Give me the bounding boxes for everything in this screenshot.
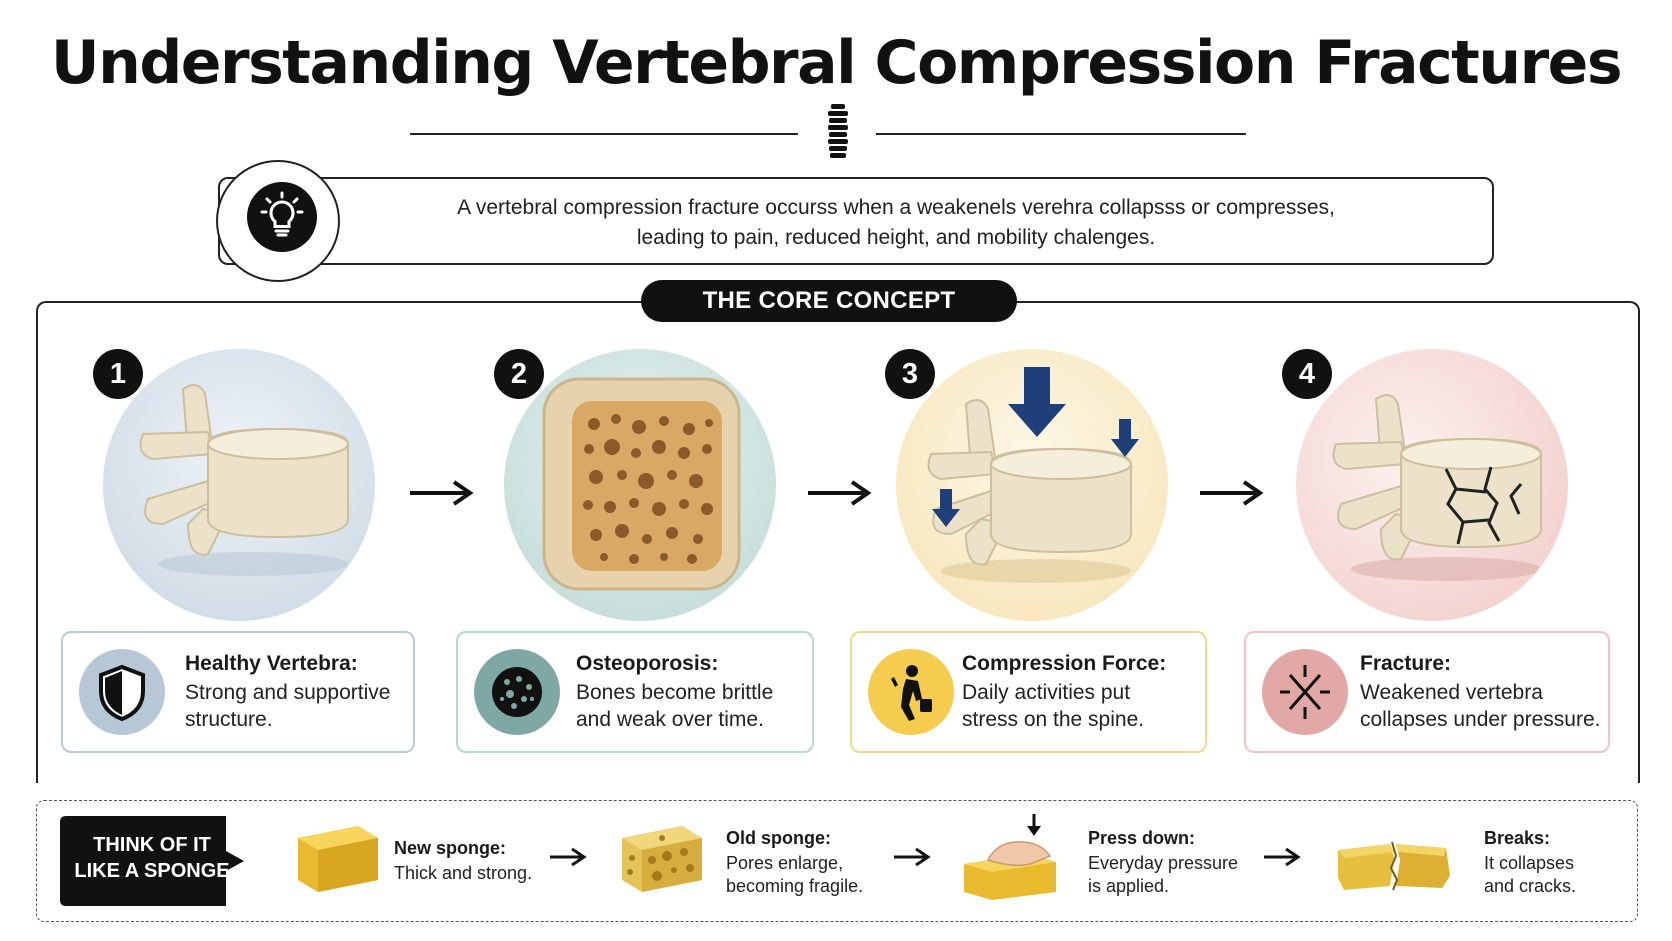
sponge-arrow-icon xyxy=(1264,847,1301,867)
core-concept-label: THE CORE CONCEPT xyxy=(641,280,1017,322)
sponge-arrow-icon xyxy=(894,847,931,867)
step-2-number: 2 xyxy=(494,349,544,399)
step-2-description: Bones become brittle and weak over time. xyxy=(576,679,773,733)
sponge-4-line-2: and cracks. xyxy=(1484,876,1577,896)
step-1-line-2: structure. xyxy=(185,708,273,731)
step-2-line-1: Bones become brittle xyxy=(576,681,774,704)
step-4-title: Fracture: xyxy=(1360,652,1452,675)
step-4-image xyxy=(1296,349,1568,621)
step-1-title: Healthy Vertebra: xyxy=(185,652,358,675)
step-3-description: Daily activities put stress on the spine… xyxy=(962,679,1144,733)
sponge-4-text: It collapses and cracks. xyxy=(1484,852,1576,898)
step-3-card: Compression Force: Daily activities put … xyxy=(850,631,1207,753)
sponge-arrow-icon xyxy=(550,847,587,867)
spine-icon xyxy=(828,104,848,158)
fractured-vertebra-illustration xyxy=(1332,394,1542,581)
sponge-3-title: Press down: xyxy=(1088,828,1196,848)
step-2-card: Osteoporosis: Bones become brittle and w… xyxy=(456,631,814,753)
compressed-vertebra-illustration xyxy=(927,367,1139,583)
sponge-analogy-frame xyxy=(36,800,1638,922)
step-3-number: 3 xyxy=(885,349,935,399)
sponge-1-title: New sponge: xyxy=(394,838,507,858)
sponge-label-line-1: THINK OF IT xyxy=(93,834,211,856)
step-3-line-2: stress on the spine. xyxy=(962,708,1145,731)
step-1-description: Strong and supportive structure. xyxy=(185,679,390,733)
sponge-2-line-2: becoming fragile. xyxy=(726,876,864,896)
step-4-line-2: collapses under pressure. xyxy=(1360,708,1601,731)
step-3-line-1: Daily activities put xyxy=(962,681,1131,704)
sponge-2-title: Old sponge: xyxy=(726,828,831,848)
step-2-line-2: and weak over time. xyxy=(576,708,764,731)
step-3-image xyxy=(896,349,1168,621)
intro-text: A vertebral compression fracture occurss… xyxy=(346,193,1446,253)
flow-arrow-icon xyxy=(410,480,474,506)
sponge-2-line-1: Pores enlarge, xyxy=(726,853,844,873)
sponge-1-text: Thick and strong. xyxy=(394,863,533,883)
person-lifting-icon xyxy=(868,649,954,735)
step-1-number: 1 xyxy=(93,349,143,399)
sponge-label-badge xyxy=(60,816,244,906)
broken-sponge-icon xyxy=(1338,841,1450,891)
flow-arrow-icon xyxy=(1200,480,1264,506)
old-sponge-icon xyxy=(622,826,702,892)
pressed-sponge-icon xyxy=(964,814,1056,900)
step-1-line-1: Strong and supportive xyxy=(185,681,391,704)
sponge-2-text: Pores enlarge, becoming fragile. xyxy=(726,852,863,898)
step-4-card: Fracture: Weakened vertebra collapses un… xyxy=(1244,631,1610,753)
step-2-image xyxy=(504,349,776,621)
sponge-4-line-1: It collapses xyxy=(1484,853,1575,873)
lightbulb-icon xyxy=(247,182,317,252)
step-1-card: Healthy Vertebra: Strong and supportive … xyxy=(61,631,415,753)
page-title: Understanding Vertebral Compression Frac… xyxy=(50,28,1623,98)
sponge-label: THINK OF IT LIKE A SPONGE xyxy=(60,832,244,884)
porous-bone-icon xyxy=(474,649,560,735)
step-4-number: 4 xyxy=(1282,349,1332,399)
sponge-label-line-2: LIKE A SPONGE xyxy=(74,860,230,882)
shield-icon xyxy=(79,649,165,735)
intro-box xyxy=(218,177,1494,265)
crack-icon xyxy=(1262,649,1348,735)
step-1-image xyxy=(103,349,375,621)
sponge-4-title: Breaks: xyxy=(1484,828,1551,848)
step-3-title: Compression Force: xyxy=(962,652,1167,675)
sponge-3-line-1: Everyday pressure xyxy=(1088,853,1239,873)
porous-bone-illustration xyxy=(542,377,741,591)
sponge-3-line-2: is applied. xyxy=(1088,876,1170,896)
title-divider-left xyxy=(410,133,798,135)
new-sponge-icon xyxy=(298,826,378,892)
intro-line-2: leading to pain, reduced height, and mob… xyxy=(636,226,1156,249)
title-divider-right xyxy=(876,133,1246,135)
step-4-description: Weakened vertebra collapses under pressu… xyxy=(1360,679,1600,733)
healthy-vertebra-illustration xyxy=(139,384,349,576)
flow-arrow-icon xyxy=(808,480,872,506)
sponge-3-text: Everyday pressure is applied. xyxy=(1088,852,1238,898)
step-2-title: Osteoporosis: xyxy=(576,652,719,675)
step-4-line-1: Weakened vertebra xyxy=(1360,681,1543,704)
intro-line-1: A vertebral compression fracture occurss… xyxy=(457,196,1335,219)
